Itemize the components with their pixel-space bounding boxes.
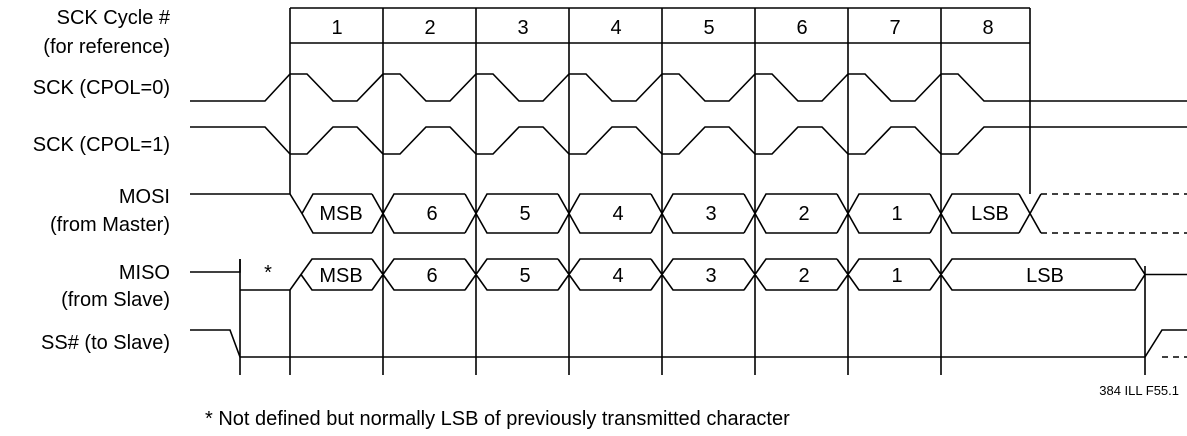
cycle-number: 7 [889, 17, 900, 39]
mosi-bus-undefined-dashed [1041, 193, 1187, 234]
label-miso-source: (from Slave) [61, 289, 170, 311]
mosi-bit-label: LSB [971, 203, 1009, 225]
label-sck-cpol1: SCK (CPOL=1) [33, 134, 170, 156]
miso-undefined-marker: * [264, 262, 272, 284]
miso-bit-label: 4 [612, 265, 623, 287]
label-miso: MISO [119, 262, 170, 284]
sck-cpol1-waveform [190, 126, 1187, 155]
mosi-bit-label: 3 [705, 203, 716, 225]
mosi-bit-label: 2 [798, 203, 809, 225]
miso-bit-label: 1 [891, 265, 902, 287]
miso-bit-label: 5 [519, 265, 530, 287]
miso-bit-label: MSB [319, 265, 362, 287]
label-ss: SS# (to Slave) [41, 332, 170, 354]
mosi-bit-label: 6 [426, 203, 437, 225]
miso-bit-label: 2 [798, 265, 809, 287]
label-sck-cycle: SCK Cycle # [57, 7, 171, 29]
cycle-number: 4 [610, 17, 621, 39]
mosi-bit-label: 1 [891, 203, 902, 225]
mosi-bus: MSB 6 5 4 3 2 1 LSB [190, 193, 1187, 234]
mosi-bus-crossing [1018, 193, 1042, 234]
cycle-number: 2 [424, 17, 435, 39]
miso-bus: * MSB 6 5 4 3 2 1 LSB [190, 258, 1187, 291]
miso-bus-waveform [190, 258, 1187, 291]
miso-bit-label: 6 [426, 265, 437, 287]
cycle-number: 8 [982, 17, 993, 39]
ss-waveform [190, 329, 1187, 358]
sck-cpol0-waveform [190, 73, 1187, 102]
figure-reference: 384 ILL F55.1 [1099, 383, 1179, 398]
label-sck-cycle-reference: (for reference) [43, 36, 170, 58]
footnote: * Not defined but normally LSB of previo… [205, 408, 790, 430]
label-sck-cpol0: SCK (CPOL=0) [33, 77, 170, 99]
cycle-number: 1 [331, 17, 342, 39]
cycle-number: 5 [703, 17, 714, 39]
cycle-box-frame [290, 7, 1030, 44]
cycle-grid-lines [239, 43, 1146, 375]
miso-bit-label: 3 [705, 265, 716, 287]
label-mosi: MOSI [119, 186, 170, 208]
sck-cycle-boxes: 1 2 3 4 5 6 7 8 [289, 7, 1031, 44]
miso-bit-label: LSB [1026, 265, 1064, 287]
mosi-bit-label: 5 [519, 203, 530, 225]
cycle-number: 6 [796, 17, 807, 39]
mosi-bus-waveform [190, 193, 1019, 234]
cycle-number: 3 [517, 17, 528, 39]
label-mosi-source: (from Master) [50, 214, 170, 236]
mosi-bit-label: 4 [612, 203, 623, 225]
mosi-bit-label: MSB [319, 203, 362, 225]
